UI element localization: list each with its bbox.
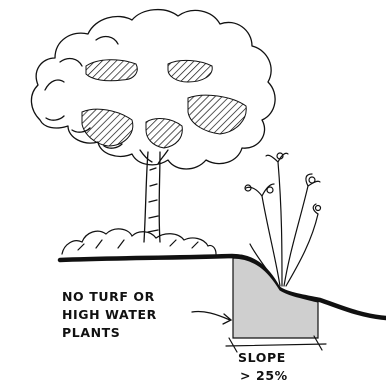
tree-canopy: [31, 10, 275, 169]
slope-label-line-2: > 25%: [240, 368, 288, 383]
shrub-mass: [62, 229, 216, 254]
canopy-shading: [82, 60, 246, 148]
annotation-line-1: NO TURF OR: [62, 289, 155, 304]
slope-label-line-1: SLOPE: [238, 350, 286, 365]
annotation-line-2: HIGH WATER: [62, 307, 157, 322]
annotation-line-3: PLANTS: [62, 325, 120, 340]
leader-arrow: [192, 311, 231, 324]
